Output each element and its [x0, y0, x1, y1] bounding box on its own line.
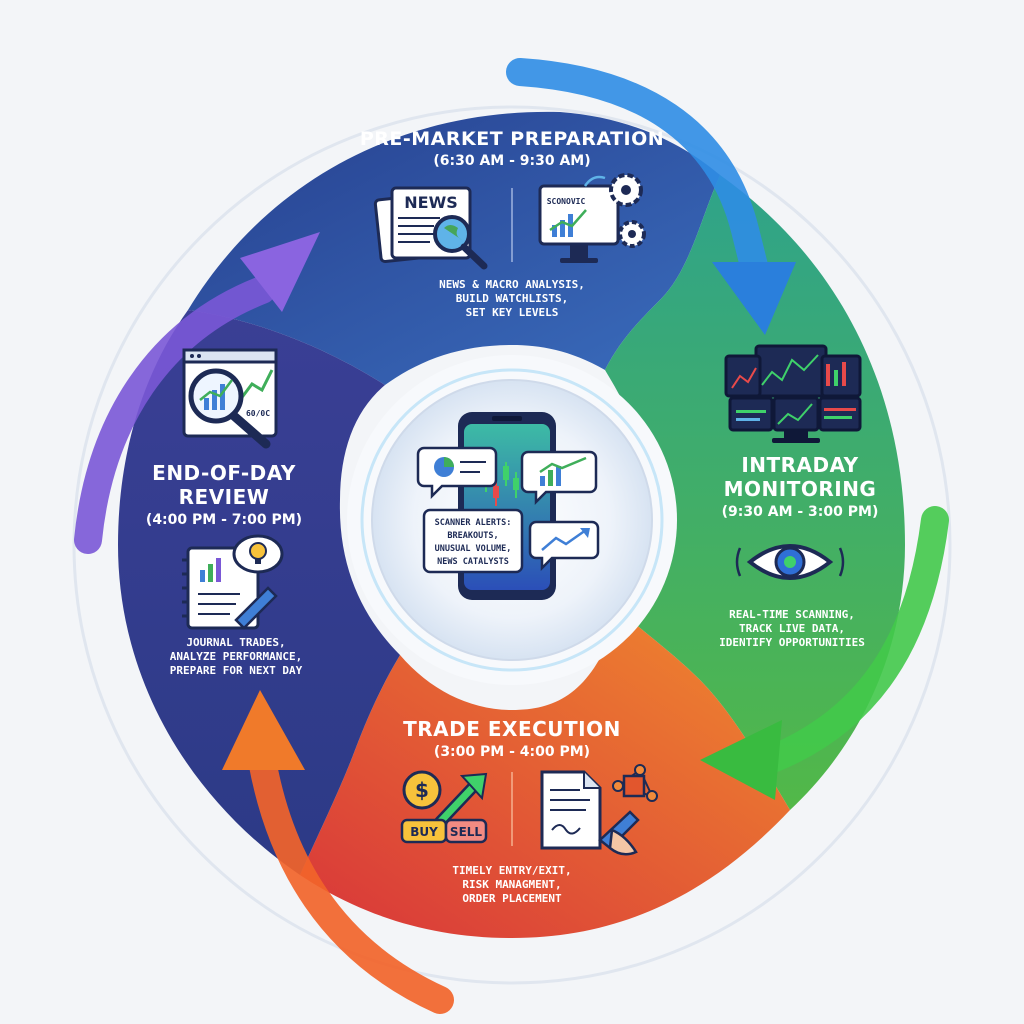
buy-sell-toggle: BUY SELL: [400, 818, 488, 844]
scanner-alert-bubble: SCANNER ALERTS: BREAKOUTS, UNUSUAL VOLUM…: [422, 508, 524, 574]
blockchain-icon: [612, 764, 658, 802]
monitor-chart-icon: SCONOVIC: [538, 184, 620, 263]
alert-line-4: NEWS CATALYSTS: [437, 557, 509, 567]
bar-chat-icon: [520, 450, 598, 506]
magnifier-globe-icon: [433, 215, 488, 270]
execution-desc-3: ORDER PLACEMENT: [462, 892, 562, 905]
intraday-time: (9:30 AM - 3:00 PM): [722, 504, 879, 520]
intraday-desc-1: REAL-TIME SCANNING,: [729, 608, 855, 621]
review-title-2: REVIEW: [179, 485, 270, 509]
execution-time: (3:00 PM - 4:00 PM): [434, 744, 590, 760]
trend-chat-icon: [528, 520, 600, 572]
center-glow-ring: [360, 368, 664, 672]
lightbulb-icon: [232, 534, 284, 574]
alert-line-1: SCANNER ALERTS:: [435, 518, 512, 528]
execution-title: TRADE EXECUTION: [403, 717, 621, 741]
trading-screens-icon: [724, 344, 862, 443]
alert-line-2: BREAKOUTS,: [447, 531, 498, 541]
premarket-title: PRE-MARKET PREPARATION: [360, 128, 664, 150]
premarket-desc-2: BUILD WATCHLISTS,: [456, 292, 569, 305]
premarket-desc-3: SET KEY LEVELS: [466, 306, 559, 319]
intraday-title-2: MONITORING: [724, 477, 877, 501]
buy-label: BUY: [410, 825, 438, 839]
intraday-desc-2: TRACK LIVE DATA,: [739, 622, 845, 635]
eye-icon: [735, 544, 845, 580]
execution-desc-2: RISK MANAGMENT,: [462, 878, 561, 891]
review-chart-label: 60/0C: [246, 409, 270, 418]
sell-label: SELL: [450, 825, 482, 839]
arrow-purple: [74, 232, 320, 554]
outer-ring: [72, 105, 952, 985]
dollar-coin-icon: $: [402, 770, 442, 810]
contract-sign-icon: [540, 770, 640, 856]
alert-line-3: UNUSUAL VOLUME,: [435, 544, 512, 554]
review-desc-1: JOURNAL TRADES,: [186, 636, 285, 649]
review-time: (4:00 PM - 7:00 PM): [146, 512, 302, 528]
up-arrow-icon: [434, 772, 488, 828]
svg-text:$: $: [415, 778, 429, 802]
review-desc-2: ANALYZE PERFORMANCE,: [170, 650, 302, 663]
arrow-green: [700, 506, 949, 800]
gears-icon: [583, 173, 646, 248]
pie-chat-icon: [416, 446, 498, 500]
intraday-title-1: INTRADAY: [741, 453, 858, 477]
execution-desc-1: TIMELY ENTRY/EXIT,: [452, 864, 571, 877]
review-desc-3: PREPARE FOR NEXT DAY: [170, 664, 303, 677]
arrow-blue: [506, 58, 796, 335]
intraday-desc-3: IDENTIFY OPPORTUNITIES: [719, 636, 865, 649]
segment-intraday: [605, 175, 905, 810]
premarket-desc-1: NEWS & MACRO ANALYSIS,: [439, 278, 585, 291]
news-label: NEWS: [404, 193, 458, 212]
premarket-time: (6:30 AM - 9:30 AM): [433, 153, 590, 169]
review-title-1: END-OF-DAY: [152, 461, 296, 485]
analysis-magnifier-icon: 60/0C: [182, 348, 278, 449]
monitor-label: SCONOVIC: [547, 197, 586, 206]
arrow-orange: [222, 690, 454, 1014]
